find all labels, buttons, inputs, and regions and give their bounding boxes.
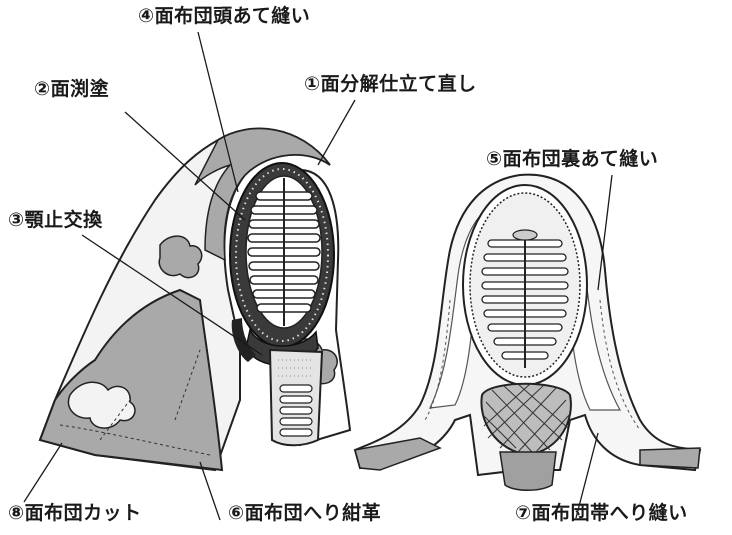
right-men-right-strap — [640, 448, 700, 468]
right-men-top-ring — [513, 230, 537, 240]
label-5-futon-back-patch: ⑤面布団裏あて縫い — [486, 150, 658, 169]
label-3-chin-replace: ③顎止交換 — [8, 211, 103, 230]
label-4-futon-head-patch: ④面布団頭あて縫い — [138, 7, 310, 26]
leader-line-8 — [24, 443, 62, 502]
label-6-futon-edge: ⑥面布団へり紺革 — [228, 504, 381, 523]
right-men-throat-guard — [500, 452, 556, 490]
label-2-fuchi-paint: ②面渕塗 — [34, 80, 109, 99]
leader-line-1 — [318, 100, 355, 165]
right-men — [355, 175, 700, 491]
leader-line-6 — [200, 462, 220, 520]
right-men-left-strap — [355, 438, 440, 470]
left-men-grill-bars — [248, 178, 320, 326]
label-8-futon-cut: ⑧面布団カット — [8, 504, 142, 523]
left-men — [40, 129, 350, 470]
label-7-futon-band-edge: ⑦面布団帯へり縫い — [515, 504, 688, 523]
label-1-disassembly: ①面分解仕立て直し — [304, 75, 477, 94]
